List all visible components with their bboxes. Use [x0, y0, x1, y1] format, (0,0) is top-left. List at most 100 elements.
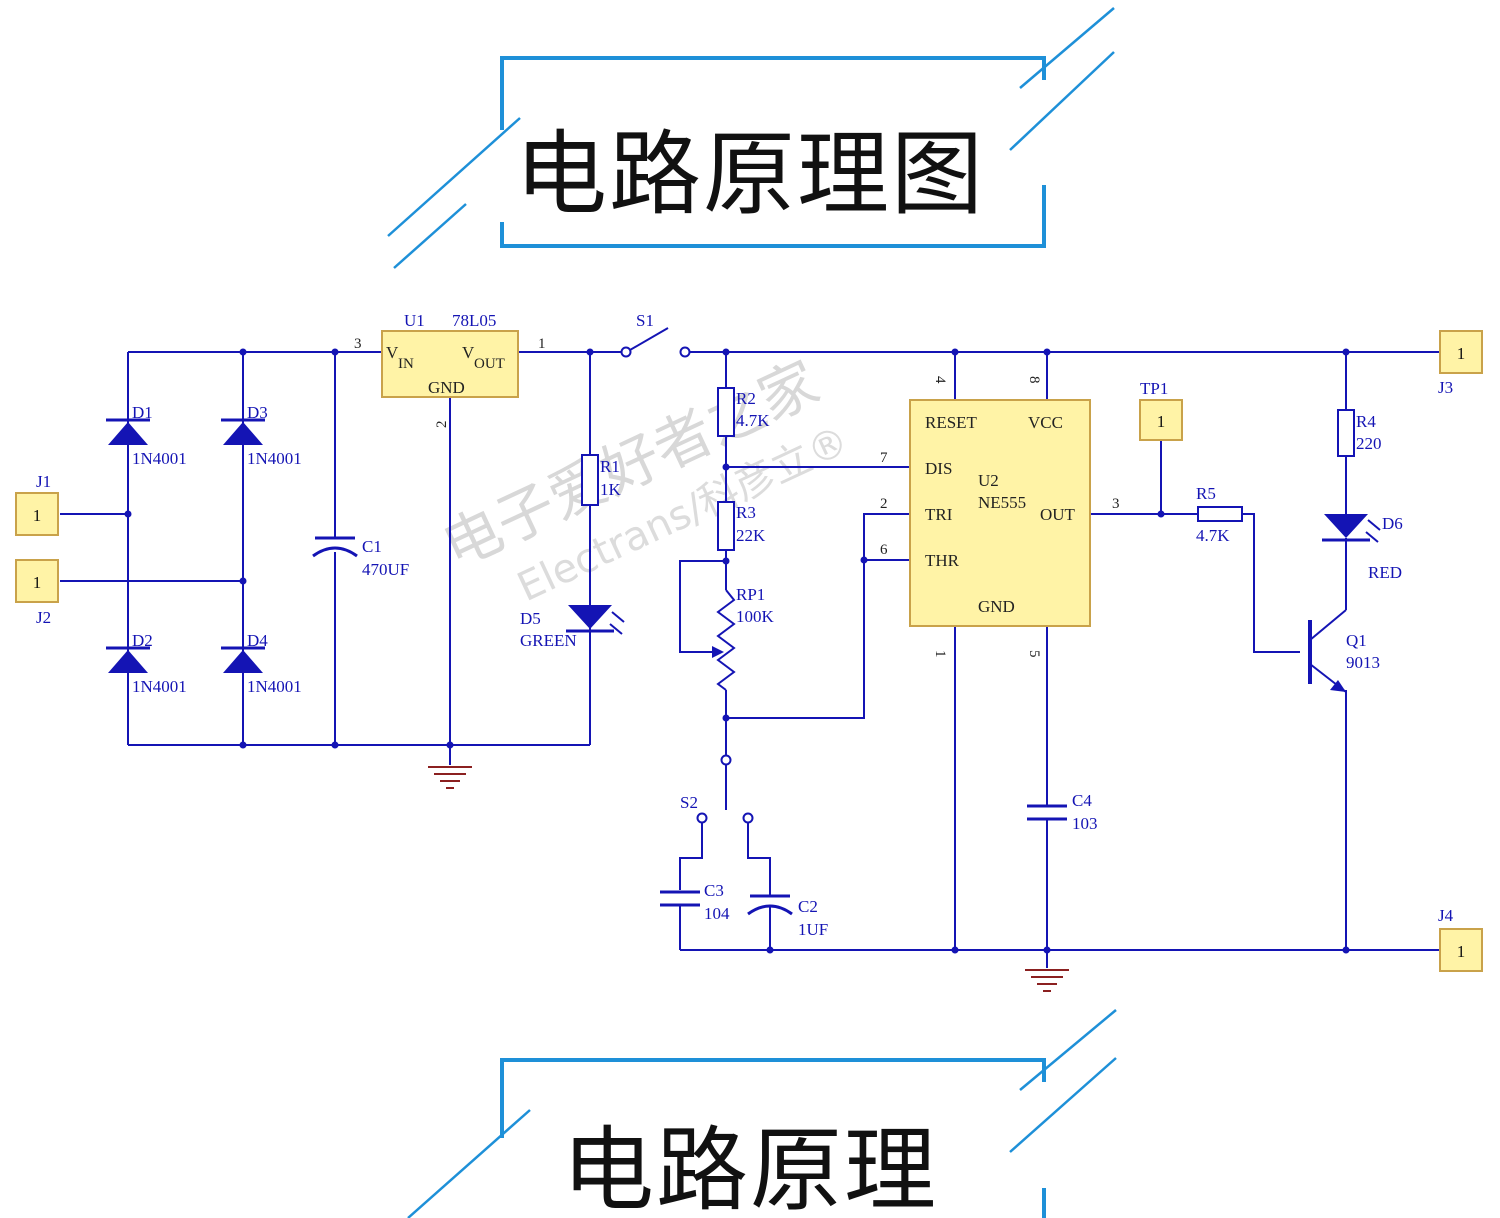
- d3-ref: D3: [247, 403, 268, 422]
- r4-value: 220: [1356, 434, 1382, 453]
- j3-ref: J3: [1438, 378, 1453, 397]
- diode-d3[interactable]: D3 1N4001: [221, 403, 302, 468]
- c1-value: 470UF: [362, 560, 409, 579]
- u2-gnd: GND: [978, 597, 1015, 616]
- connector-j1[interactable]: 1 J1: [15, 472, 59, 536]
- c1-ref: C1: [362, 537, 382, 556]
- d5-value: GREEN: [520, 631, 577, 650]
- q1-ref: Q1: [1346, 631, 1367, 650]
- u2-dis: DIS: [925, 459, 952, 478]
- s1-ref: S1: [636, 311, 654, 330]
- c2-ref: C2: [798, 897, 818, 916]
- u2-pin-1: 1: [932, 650, 948, 658]
- r1-ref: R1: [600, 457, 620, 476]
- switch-s2[interactable]: S2: [680, 754, 754, 824]
- u2-pin-5: 5: [1026, 650, 1042, 658]
- transistor-q1[interactable]: Q1 9013: [1308, 609, 1380, 693]
- top-banner-title: 电路原理图: [514, 121, 985, 228]
- u1-pin-out: 1: [538, 336, 546, 352]
- bottom-banner: 电路原理: [0, 1000, 1500, 1218]
- resistor-r4[interactable]: R4 220: [1337, 409, 1382, 457]
- u1-ref: U1: [404, 311, 425, 330]
- u2-tri: TRI: [925, 505, 953, 524]
- connector-j2[interactable]: 1 J2: [15, 559, 59, 627]
- capacitor-c1[interactable]: C1 470UF: [312, 536, 409, 579]
- d1-ref: D1: [132, 403, 153, 422]
- regulator-u1[interactable]: U1 78L05 V IN V OUT GND 3 1 2: [354, 311, 546, 428]
- u2-ref: U2: [978, 471, 999, 490]
- ground-symbol-1: [428, 766, 472, 789]
- timer-u2[interactable]: RESET VCC DIS TRI THR OUT GND U2 NE555 4…: [880, 376, 1120, 658]
- resistor-r1[interactable]: R1 1K: [581, 454, 622, 506]
- u1-gnd: GND: [428, 378, 465, 397]
- capacitor-c3[interactable]: C3 104: [660, 881, 730, 923]
- c4-value: 103: [1072, 814, 1098, 833]
- tp1-pin: 1: [1157, 412, 1166, 431]
- j1-ref: J1: [36, 472, 51, 491]
- r2-value: 4.7K: [736, 411, 770, 430]
- led-d6[interactable]: D6 RED: [1322, 514, 1403, 582]
- s2-ref: S2: [680, 793, 698, 812]
- u1-pin-gnd: 2: [434, 421, 450, 429]
- u1-vin-sub: IN: [398, 356, 414, 372]
- rp1-value: 100K: [736, 607, 775, 626]
- c3-ref: C3: [704, 881, 724, 900]
- r5-ref: R5: [1196, 484, 1216, 503]
- j2-pin: 1: [33, 573, 42, 592]
- led-d5[interactable]: D5 GREEN: [520, 605, 625, 650]
- c2-value: 1UF: [798, 920, 828, 939]
- r1-value: 1K: [600, 480, 622, 499]
- diode-d4[interactable]: D4 1N4001: [221, 631, 302, 696]
- d4-value: 1N4001: [247, 677, 302, 696]
- d6-value: RED: [1368, 563, 1402, 582]
- diode-d2[interactable]: D2 1N4001: [106, 631, 187, 696]
- r3-value: 22K: [736, 526, 766, 545]
- r5-value: 4.7K: [1196, 526, 1230, 545]
- potentiometer-rp1[interactable]: RP1 100K: [712, 585, 775, 691]
- r2-ref: R2: [736, 389, 756, 408]
- u1-vout-sub: OUT: [474, 356, 505, 372]
- c4-ref: C4: [1072, 791, 1092, 810]
- d2-value: 1N4001: [132, 677, 187, 696]
- rp1-ref: RP1: [736, 585, 765, 604]
- capacitor-c4[interactable]: C4 103: [1027, 791, 1098, 833]
- bottom-banner-title: 电路原理: [561, 1117, 938, 1218]
- d1-value: 1N4001: [132, 449, 187, 468]
- bottom-banner-frame: [407, 1009, 1117, 1218]
- connector-j4[interactable]: 1 J4: [1438, 906, 1483, 972]
- u2-pin-2: 2: [880, 496, 888, 512]
- u2-pin-7: 7: [880, 450, 888, 466]
- diode-d1[interactable]: D1 1N4001: [106, 403, 187, 468]
- testpoint-tp1[interactable]: 1 TP1: [1139, 379, 1183, 441]
- u2-pin-3: 3: [1112, 496, 1120, 512]
- d5-ref: D5: [520, 609, 541, 628]
- j1-pin: 1: [33, 506, 42, 525]
- top-banner: 电路原理图: [0, 0, 1500, 300]
- connector-j3[interactable]: 1 J3: [1438, 330, 1483, 397]
- u2-value: NE555: [978, 493, 1026, 512]
- tp1-ref: TP1: [1140, 379, 1168, 398]
- r3-ref: R3: [736, 503, 756, 522]
- j2-ref: J2: [36, 608, 51, 627]
- capacitor-c2[interactable]: C2 1UF: [747, 894, 828, 939]
- ground-symbol-2: [1025, 969, 1069, 992]
- resistor-r2[interactable]: R2 4.7K: [717, 387, 770, 437]
- d3-value: 1N4001: [247, 449, 302, 468]
- junctions: [124, 348, 1350, 954]
- u2-pin-8: 8: [1026, 376, 1042, 384]
- j3-pin: 1: [1457, 344, 1466, 363]
- u2-pin-4: 4: [932, 376, 948, 384]
- q1-value: 9013: [1346, 653, 1380, 672]
- resistor-r3[interactable]: R3 22K: [717, 501, 766, 551]
- u2-out: OUT: [1040, 505, 1076, 524]
- u2-vcc: VCC: [1028, 413, 1063, 432]
- j4-ref: J4: [1438, 906, 1454, 925]
- u1-vout: V: [462, 343, 475, 362]
- wires: [60, 351, 1440, 968]
- switch-s1[interactable]: S1: [620, 311, 691, 358]
- c3-value: 104: [704, 904, 730, 923]
- d6-ref: D6: [1382, 514, 1403, 533]
- u2-pin-6: 6: [880, 542, 888, 558]
- resistor-r5[interactable]: R5 4.7K: [1196, 484, 1243, 545]
